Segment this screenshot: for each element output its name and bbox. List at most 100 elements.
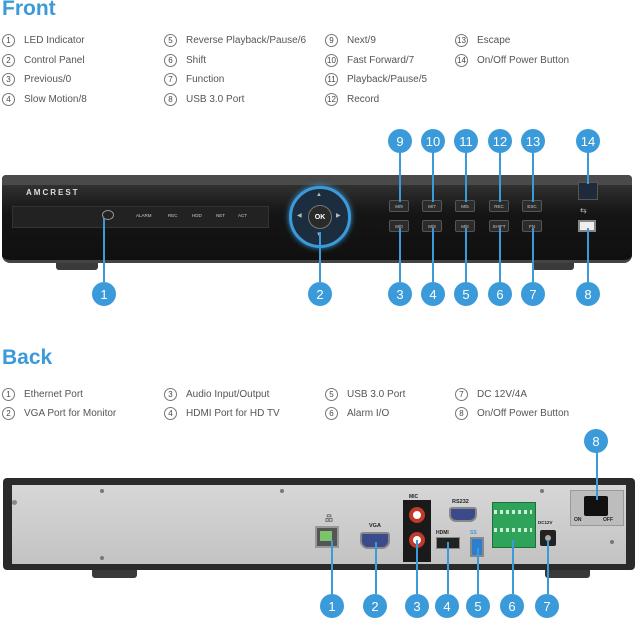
front-heading: Front [2,0,56,20]
switch-off-label: OFF [603,517,613,523]
callout-12: 12 [488,129,512,153]
callout-line [512,540,514,594]
callout-line [432,228,434,282]
callout-5: 5 [454,282,478,306]
back-heading: Back [2,346,53,369]
callout-line [547,540,549,594]
slow-motion-button[interactable]: M/8 [422,220,442,232]
callout-line [399,228,401,282]
callout-line [499,152,501,202]
callout-line [447,542,449,594]
front-device-top-edge [2,175,632,185]
status-label-hdd: HDD [192,213,202,218]
dc-label: DC12V [538,520,553,525]
audio-input-port[interactable] [409,507,425,523]
brand-logo: AMCREST [26,188,80,197]
power-switch[interactable] [584,496,608,516]
mic-label: MIC [409,494,419,500]
up-arrow-icon[interactable]: ▲ [316,192,322,198]
callout-line [375,542,377,594]
callout-1: 1 [92,282,116,306]
status-label-rec: REC [168,213,178,218]
led-panel [12,206,269,228]
hdmi-label: HDMI [436,530,449,536]
callout-7: 7 [521,282,545,306]
down-arrow-icon[interactable]: ▼ [316,232,322,238]
usb-icon: ⇆ [580,206,587,215]
callout-4: 4 [435,594,459,618]
callout-2: 2 [308,282,332,306]
callout-line [532,152,534,202]
callout-line [587,152,589,184]
callout-14: 14 [576,129,600,153]
callout-7: 7 [535,594,559,618]
status-label-net: NET [216,213,225,218]
callout-line [399,152,401,202]
callout-line [532,228,534,282]
callout-8: 8 [584,429,608,453]
screw [540,489,544,493]
callout-1: 1 [320,594,344,618]
reverse-playback-button[interactable]: M/6 [455,220,475,232]
callout-line [477,548,479,594]
power-button[interactable] [578,182,598,200]
callout-line [465,152,467,202]
callout-line [319,232,321,282]
callout-3: 3 [405,594,429,618]
network-icon: 品 [325,514,333,523]
callout-2: 2 [363,594,387,618]
screw [100,556,104,560]
callout-6: 6 [488,282,512,306]
callout-line [416,540,418,594]
callout-6: 6 [500,594,524,618]
status-label-alarm: ALARM [136,213,152,218]
rs232-port[interactable] [449,507,477,522]
screw [280,489,284,493]
callout-line [499,228,501,282]
vga-label: VGA [369,523,381,529]
callout-9: 9 [388,129,412,153]
left-arrow-icon[interactable]: ◀ [297,213,302,219]
ethernet-led-icon [320,531,332,541]
screw [100,489,104,493]
callout-8: 8 [576,282,600,306]
callout-line [587,228,589,282]
switch-on-label: ON [574,517,582,523]
dc-pin-icon [545,535,551,541]
callout-13: 13 [521,129,545,153]
status-label-act: ACT [238,213,247,218]
alarm-io-terminal[interactable] [492,502,536,548]
screw [12,500,17,505]
led-logo-icon [102,210,114,220]
ok-button[interactable]: OK [308,205,332,229]
callout-line [596,452,598,500]
right-arrow-icon[interactable]: ▶ [336,213,341,219]
callout-line [465,228,467,282]
rs232-label: RS232 [452,499,469,505]
callout-line [103,218,105,282]
callout-4: 4 [421,282,445,306]
callout-10: 10 [421,129,445,153]
